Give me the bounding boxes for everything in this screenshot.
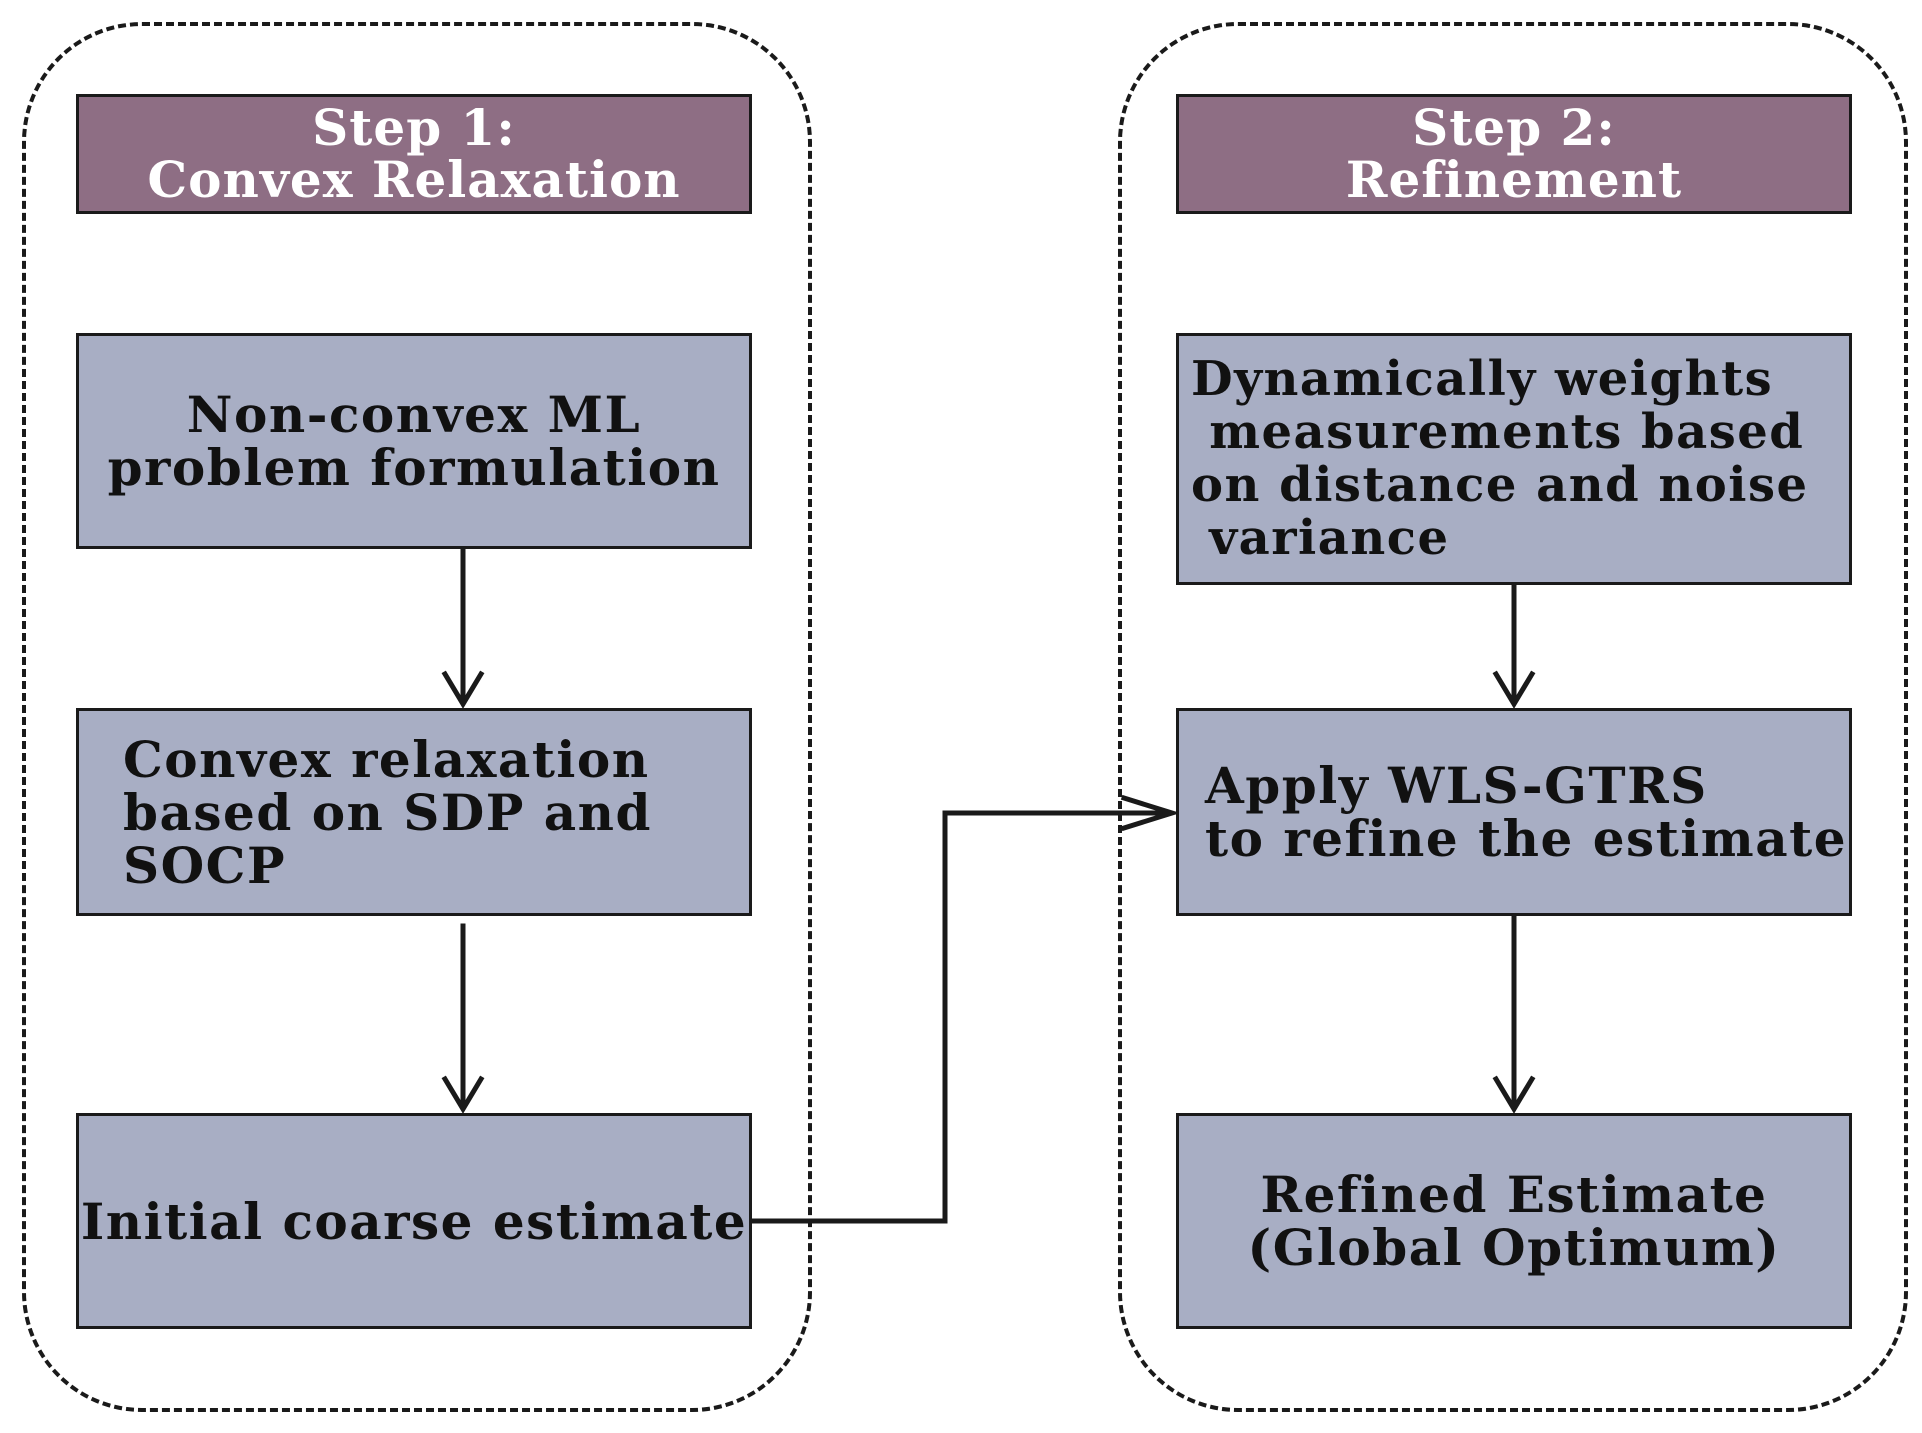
box-text-line: based on SDP and xyxy=(123,782,652,842)
box-text-line: (Global Optimum) xyxy=(1247,1218,1781,1277)
arrow-relaxation-to-coarse xyxy=(441,923,485,1114)
step2-group xyxy=(1118,22,1908,1412)
box-text-line: variance xyxy=(1191,510,1450,566)
box-text-line: problem formulation xyxy=(107,438,721,497)
wls-gtrs-box: Apply WLS-GTRS to refine the estimate xyxy=(1176,708,1852,916)
refined-estimate-box: Refined Estimate (Global Optimum) xyxy=(1176,1113,1852,1329)
step2-title-line2: Refinement xyxy=(1345,150,1683,209)
box-text-line: Dynamically weights xyxy=(1191,351,1774,407)
box-text-line: Apply WLS-GTRS xyxy=(1205,756,1708,815)
step1-title-line1: Step 1: xyxy=(312,98,516,157)
box-text-line: on distance and noise xyxy=(1191,457,1809,513)
box-text-line: Non-convex ML xyxy=(186,385,642,444)
box-text-line: Refined Estimate xyxy=(1260,1165,1768,1224)
step1-title-line2: Convex Relaxation xyxy=(147,150,681,209)
step2-header: Step 2: Refinement xyxy=(1176,94,1852,214)
ml-formulation-box: Non-convex ML problem formulation xyxy=(76,333,752,549)
arrow-ml-to-relaxation xyxy=(441,546,485,709)
step1-header: Step 1: Convex Relaxation xyxy=(76,94,752,214)
coarse-estimate-box: Initial coarse estimate xyxy=(76,1113,752,1329)
dynamic-weights-box: Dynamically weights measurements based o… xyxy=(1176,333,1852,585)
convex-relaxation-box: Convex relaxation based on SDP and SOCP xyxy=(76,708,752,916)
box-text-line: Initial coarse estimate xyxy=(80,1191,748,1251)
box-text-line: Convex relaxation xyxy=(123,729,650,789)
arrow-coarse-to-wls xyxy=(752,794,1181,1224)
box-text-line: to refine the estimate xyxy=(1205,809,1848,868)
step1-group xyxy=(22,22,812,1412)
arrow-wls-to-refined xyxy=(1492,913,1536,1114)
step2-title-line1: Step 2: xyxy=(1412,98,1616,157)
box-text-line: measurements based xyxy=(1191,404,1805,460)
box-text-line: SOCP xyxy=(123,835,287,895)
arrow-weights-to-wls xyxy=(1492,582,1536,709)
